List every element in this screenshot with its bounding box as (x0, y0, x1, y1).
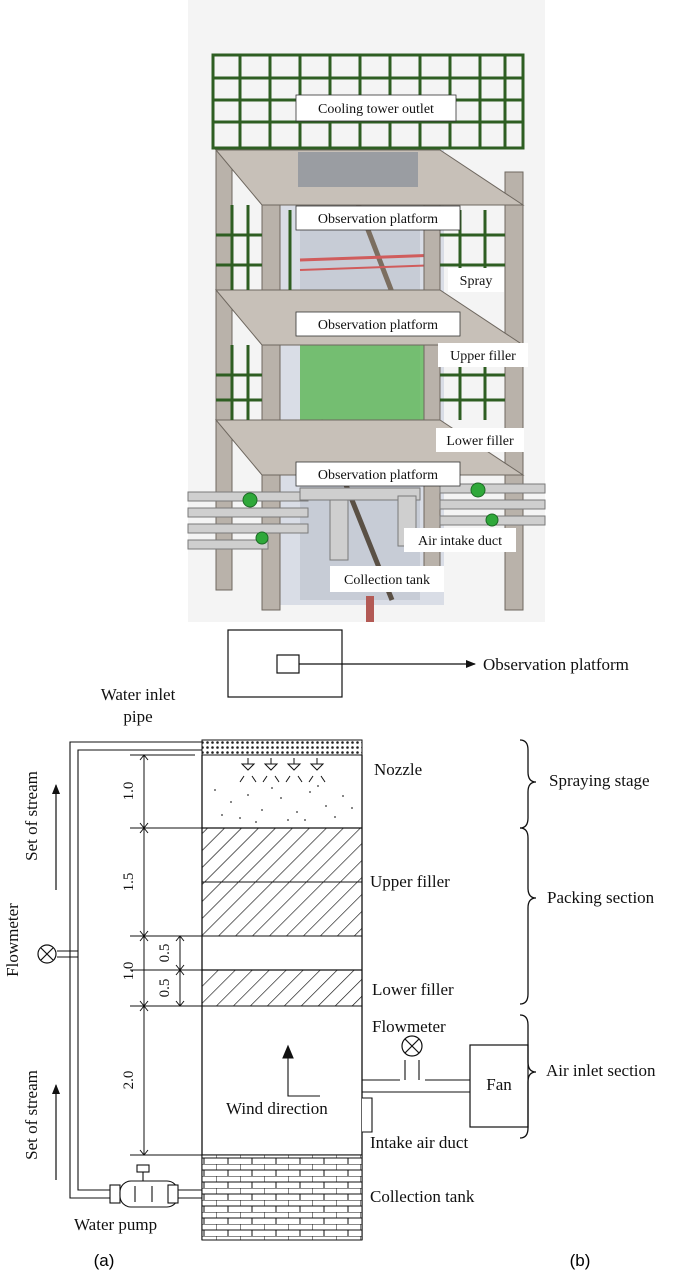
water-inlet-label-2: pipe (123, 707, 152, 726)
air-inlet-section-label: Air inlet section (546, 1061, 656, 1080)
label-spray: Spray (448, 268, 504, 292)
dim-middle-a: 0.5 (157, 944, 173, 963)
nozzle-group (239, 758, 326, 783)
render-3d: Cooling tower outlet Observation platfor… (187, 0, 546, 622)
label-cooling-tower-outlet: Cooling tower outlet (295, 94, 457, 122)
spraying-stage-label: Spraying stage (549, 771, 650, 790)
schematic: Observation platform Water inlet pipe (3, 629, 656, 1241)
dim-bottom: 2.0 (121, 1071, 137, 1090)
lower-filler-hatch (201, 969, 363, 1007)
upper-filler-block (300, 335, 440, 420)
svg-text:Cooling tower outlet: Cooling tower outlet (318, 102, 434, 117)
flowmeter-left-icon (37, 944, 57, 964)
water-pump-label: Water pump (74, 1215, 157, 1234)
flowmeter-right-label: Flowmeter (372, 1017, 446, 1036)
dimension-lines (130, 754, 202, 1156)
caption-a: (a) (94, 1251, 115, 1270)
collection-tank-bricks (201, 1154, 363, 1241)
fan-label: Fan (486, 1075, 512, 1094)
flowmeter-left-label: Flowmeter (3, 903, 22, 977)
nozzle-label: Nozzle (374, 760, 422, 779)
label-observation-platform-top: Observation platform (295, 205, 461, 231)
upper-filler-hatch-1 (201, 827, 363, 883)
dim-middle: 1.0 (121, 962, 137, 981)
svg-text:Spray: Spray (460, 274, 493, 289)
water-inlet-label-1: Water inlet (101, 685, 176, 704)
upper-filler-hatch-2 (201, 881, 363, 937)
tower-body (201, 739, 363, 1241)
spray-mesh (201, 739, 363, 756)
svg-text:Observation platform: Observation platform (318, 212, 438, 227)
dim-spray: 1.0 (121, 782, 137, 801)
inset-observation-platform-label: Observation platform (483, 655, 629, 674)
svg-text:Observation platform: Observation platform (318, 468, 438, 483)
top-view-inset: Observation platform (227, 629, 629, 698)
dim-upper: 1.5 (121, 873, 137, 892)
svg-text:Air intake duct: Air intake duct (418, 534, 502, 549)
air-duct (282, 1044, 470, 1097)
fan-box: Fan (469, 1044, 529, 1128)
set-of-stream-bottom-label: Set of stream (22, 1070, 41, 1160)
wind-direction-label: Wind direction (226, 1099, 328, 1118)
flowmeter-right-icon (401, 1035, 423, 1057)
braces (519, 739, 537, 1139)
water-droplets (214, 785, 353, 823)
set-of-stream-top-label: Set of stream (22, 771, 41, 861)
upper-filler-label: Upper filler (370, 872, 450, 891)
label-upper-filler: Upper filler (438, 343, 528, 367)
packing-section-label: Packing section (547, 888, 655, 907)
svg-text:Collection tank: Collection tank (344, 573, 430, 588)
label-lower-filler: Lower filler (436, 428, 524, 452)
svg-text:Observation platform: Observation platform (318, 318, 438, 333)
dim-middle-b: 0.5 (157, 979, 173, 998)
svg-text:Lower filler: Lower filler (446, 434, 514, 449)
label-air-intake-duct: Air intake duct (404, 528, 516, 552)
water-pump-icon (109, 1164, 179, 1208)
caption-b: (b) (570, 1251, 591, 1270)
pipes (187, 483, 546, 561)
intake-air-duct-label: Intake air duct (370, 1133, 468, 1152)
label-collection-tank: Collection tank (330, 566, 444, 592)
collection-tank-label: Collection tank (370, 1187, 475, 1206)
lower-filler-label: Lower filler (372, 980, 454, 999)
label-observation-platform-low: Observation platform (295, 461, 461, 487)
pipe-valves (242, 482, 499, 545)
svg-text:Upper filler: Upper filler (450, 349, 516, 364)
water-inlet-pipe (57, 741, 202, 1199)
label-observation-platform-mid: Observation platform (295, 311, 461, 337)
collection-tank-pipe (366, 596, 374, 622)
